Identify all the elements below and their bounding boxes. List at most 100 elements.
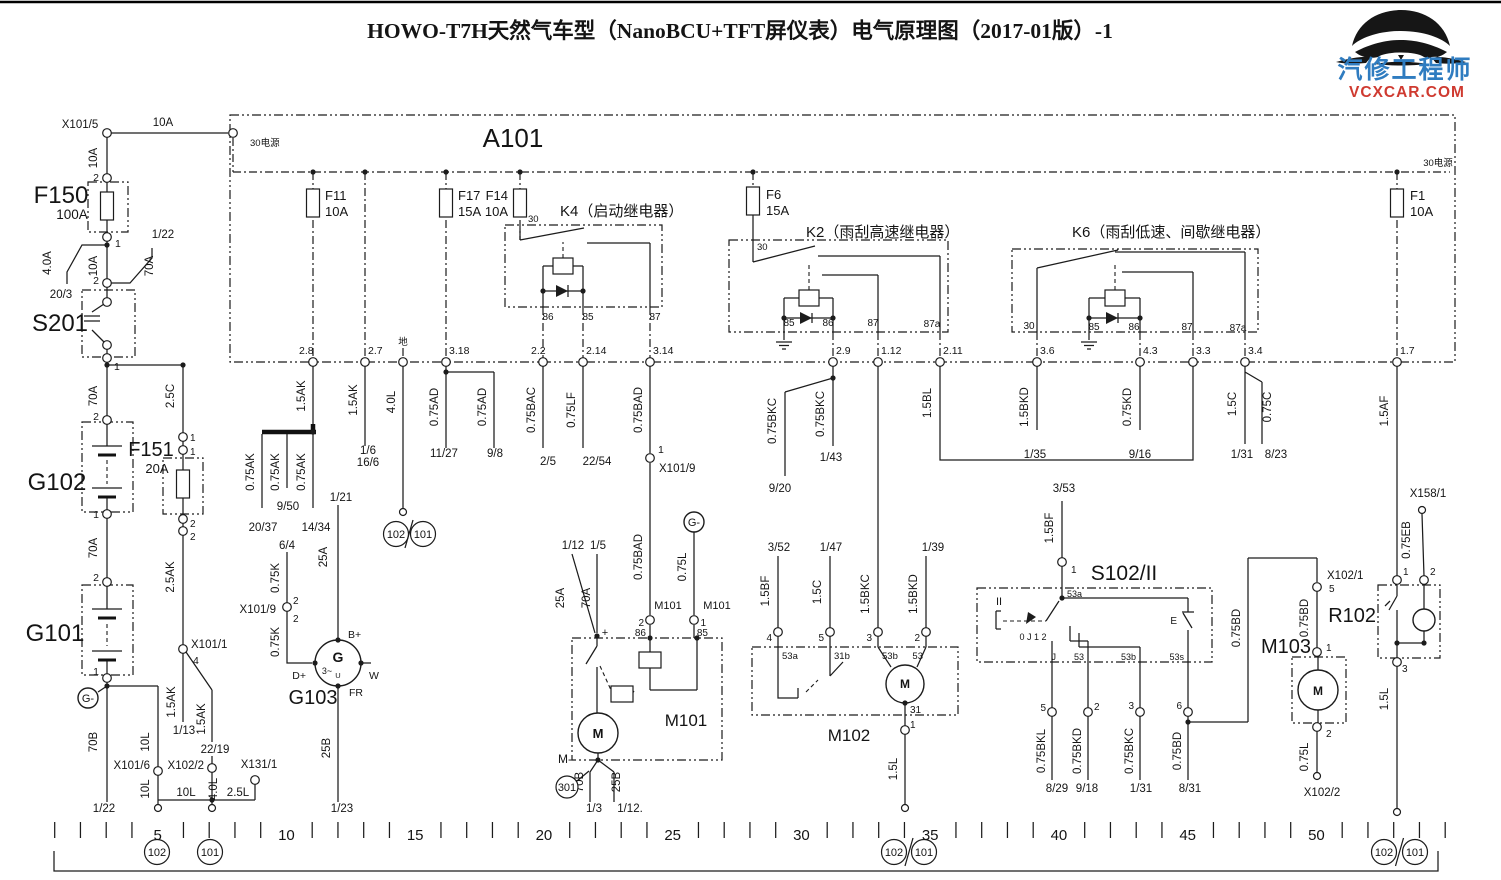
wire-label: 1.5C [1227,392,1239,416]
relay-coils [330,257,1126,703]
sheet-ref-circle [196,838,224,866]
m103-box [1291,656,1347,724]
g-minus-symbol-m101 [683,511,705,533]
junction-dot [1421,640,1427,646]
wire-label: 2.14 [586,345,607,357]
junction-dot [781,315,787,321]
wire-label: M101 [654,600,682,612]
sheet-ref-number: 101 [414,529,432,541]
wire-label: 30 [757,242,768,253]
wire-label: 0.75K [270,627,282,657]
wire-label: 2 [638,618,644,629]
wire-label: 1 [658,444,664,456]
wire-label: 100A [56,207,88,222]
component-label-k4: K4（启动继电器） [560,203,683,220]
sheet-ref-circle [880,838,908,866]
connector-bump [538,357,548,367]
wire-label: 1 [114,361,120,373]
wire-label: 3 [866,633,872,644]
component-label-g103: G103 [289,687,338,709]
connector-bump [1312,722,1322,732]
connector-bump [102,577,112,587]
junction-dot [1086,315,1092,321]
wire-end-terminal [1417,505,1427,515]
wire-label: 0.75BD [1172,732,1184,770]
wire-label: 53 [1074,652,1084,662]
sheet-ref-number: 102 [148,847,166,859]
wire-label: 1/31 [1130,783,1152,795]
wire-label: 0.75KD [1122,388,1134,426]
connector-bump [1047,707,1057,717]
wire-label: 4 [193,655,199,667]
wire-label: 4.0L [208,777,220,800]
f6-fuse [745,186,761,216]
k4-diode [556,285,568,297]
component-label-m102: M102 [828,726,871,745]
wire-label: 85 [783,318,795,329]
wire-label: 1 [910,720,916,731]
junction-dot [310,429,316,435]
wire-label: 0.75BD [1299,599,1311,637]
wire-label: 0.75BKC [767,398,779,444]
sheet-ref-slash [404,519,414,549]
sheet-ref-slash [1394,837,1405,867]
wire-label: 1/12. [617,803,643,815]
wire-label: 53a [782,651,799,662]
ruler-number: 50 [1308,827,1325,844]
wires-dashdot [232,138,1450,362]
wire-label: F6 [766,187,781,202]
ruler-number: 5 [154,827,162,844]
component-label-s201: S201 [32,310,88,337]
connector-bump [282,602,292,612]
wire-label: 0.75L [1299,742,1311,771]
wire-label: F1 [1410,188,1425,203]
connector-x101-9: X101/9 [659,463,695,475]
junction-dot [312,660,318,666]
connector-bump [1135,707,1145,717]
page-title: HOWO-T7H天然气车型（NanoBCU+TFT屏仪表）电气原理图（2017-… [367,18,1113,43]
wire-label: 2.8 [299,345,314,357]
wire-label: F14 [486,188,508,203]
wire-label: 5 [818,633,824,644]
wire-label: 1/43 [820,452,842,464]
logo-brand: 汽修工程师 [1337,55,1472,84]
wire-label: 86 [635,628,647,639]
wire-label: 14/34 [302,522,331,534]
junction-dot [647,635,653,641]
junction-dot [335,637,341,643]
wire-label: 1 [1403,567,1409,578]
wire-label: 2.5L [227,787,250,799]
wire-label: 1.5L [888,757,900,780]
wire-end-terminal [1392,807,1402,817]
wire-end-terminal [1312,771,1322,781]
junction-dot [104,362,110,368]
wire-label: 1/39 [922,542,944,554]
connector-bump [102,128,112,138]
connector-bump [1188,357,1198,367]
wire-label: 10A [88,147,100,168]
wire-label: 30 [1023,321,1035,332]
wire-label: 2.2 [531,345,546,357]
wire-label: 10A [325,204,348,219]
wire-label: 22/54 [583,456,612,468]
junction-dot [1137,315,1143,321]
wire-label: 1/22 [152,229,174,241]
wire-label: 15A [766,203,789,218]
f150-box [87,181,129,233]
wire-label: J [1052,652,1057,662]
connector-bump [1392,357,1402,367]
junction-dot [104,242,110,248]
s201-box [81,289,136,358]
connector-bump [773,627,783,637]
k2-coil [798,289,820,307]
junction-dot [580,288,586,294]
wire-label: 70A [88,537,100,558]
wire-label: 10L [140,732,152,752]
r102-lamp [1412,608,1436,632]
junction-dot [594,633,600,639]
connector-bump [207,763,217,773]
wire-label: 2 [1094,702,1100,713]
wire-label: 70A [88,385,100,406]
wires-dashed [106,242,1116,693]
